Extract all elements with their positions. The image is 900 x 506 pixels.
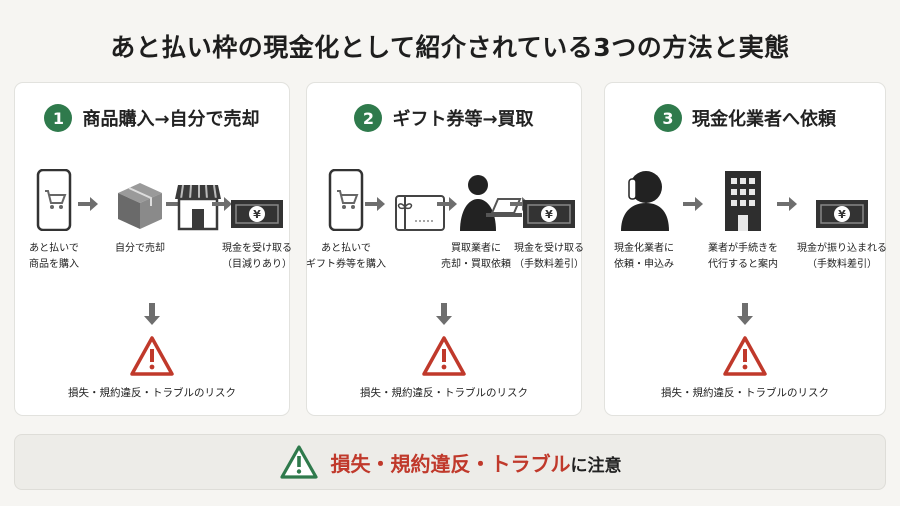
arrow-down-icon [144,303,160,325]
flow-steps: 現金化業者に依頼・申込み 業者が手続きを代行すると案内 ¥ 現金が振り込まれる（… [605,167,887,287]
banknote-icon: ¥ [523,200,575,228]
svg-text:¥: ¥ [545,208,553,221]
arrow-right-icon [437,197,457,211]
box-icon [118,183,162,229]
arrow-down-icon [436,303,452,325]
flow-steps: あと払いでギフト券等を購入 買取業者に売却・買取依頼 ¥ 現金を受け取る（手数料… [306,167,584,287]
warning-icon [130,336,174,376]
arrow-right-icon [212,197,232,211]
step-label: あと払いでギフト券等を購入 [306,243,386,270]
step-number-badge: 3 [654,104,682,132]
step-label: 買取業者に売却・買取依頼 [441,243,511,270]
card-title: ギフト券等→買取 [392,109,534,130]
step-number-badge: 2 [354,104,383,132]
method-card-1: 1 商品購入→自分で売却 あと払いで商品を購入 自分で売却 ¥ 現金を受け取る（… [14,82,292,416]
flow-step-2-store [155,167,241,231]
gift-card-icon [395,195,445,231]
page-title: あと払い枠の現金化として紹介されている3つの方法と実態 [110,33,790,62]
banknote-icon: ¥ [816,200,868,228]
step-label: 現金化業者に依頼・申込み [614,243,674,270]
arrow-right-icon [683,197,703,211]
flow-step-2: 自分で売却 [97,167,183,257]
flow-step-3: ¥ 現金を受け取る（目減りあり） [209,167,305,273]
warning-icon [723,336,767,376]
smartphone-cart-icon [36,169,72,231]
step-number-badge: 1 [44,104,73,132]
caution-text: に注意 [570,455,622,476]
card-header: 1 商品購入→自分で売却 [15,103,289,133]
flow-step-2-seller: 買取業者に売却・買取依頼 [441,167,541,273]
flow-step-2 [377,167,463,231]
smartphone-cart-icon [328,169,364,231]
warning-icon [279,445,318,479]
caution-banner: 損失・規約違反・トラブルに注意 [14,434,886,490]
arrow-right-icon [777,197,797,211]
arrow-right-icon [78,197,98,211]
card-title: 商品購入→自分で売却 [82,109,260,130]
svg-text:¥: ¥ [838,208,846,221]
step-label: 自分で売却 [115,243,165,254]
caution-text-red: 損失・規約違反・トラブル [330,451,571,476]
arrow-right-icon [365,197,385,211]
arrow-down-icon [737,303,753,325]
banknote-icon: ¥ [231,200,283,228]
step-label: 現金が振り込まれる（手数料差引） [797,243,887,270]
flow-step-1: 現金化業者に依頼・申込み [599,167,689,273]
flow-step-3: ¥ 現金を受け取る（手数料差引） [501,167,597,273]
storefront-icon [175,184,221,231]
flow-step-2: 業者が手続きを代行すると案内 [699,167,787,273]
warning-icon [422,336,466,376]
step-label: あと払いで商品を購入 [29,243,79,270]
flow-step-1: あと払いで商品を購入 [11,167,97,273]
person-laptop-icon [460,175,522,231]
method-card-3: 3 現金化業者へ依頼 現金化業者に依頼・申込み 業者が手続きを代行すると案内 ¥… [604,82,887,416]
risk-text: 損失・規約違反・トラブルのリスク [661,387,829,399]
risk-text: 損失・規約違反・トラブルのリスク [68,387,236,399]
step-label: 現金を受け取る（目減りあり） [222,243,292,270]
office-building-icon [725,171,761,231]
risk-text: 損失・規約違反・トラブルのリスク [360,387,528,399]
flow-step-1: あと払いでギフト券等を購入 [303,167,389,273]
flow-steps: あと払いで商品を購入 自分で売却 ¥ 現金を受け取る（目減りあり） [15,167,292,287]
step-label: 現金を受け取る（手数料差引） [514,243,584,270]
person-phone-icon [621,171,669,231]
flow-step-3: ¥ 現金が振り込まれる（手数料差引） [789,167,895,273]
svg-text:¥: ¥ [253,208,261,221]
card-title: 現金化業者へ依頼 [692,109,836,130]
method-card-2: 2 ギフト券等→買取 あと払いでギフト券等を購入 買取業者に売却・買取依頼 ¥ … [306,82,584,416]
card-header: 3 現金化業者へ依頼 [605,103,885,133]
card-header: 2 ギフト券等→買取 [307,103,581,133]
step-label: 業者が手続きを代行すると案内 [708,243,778,270]
